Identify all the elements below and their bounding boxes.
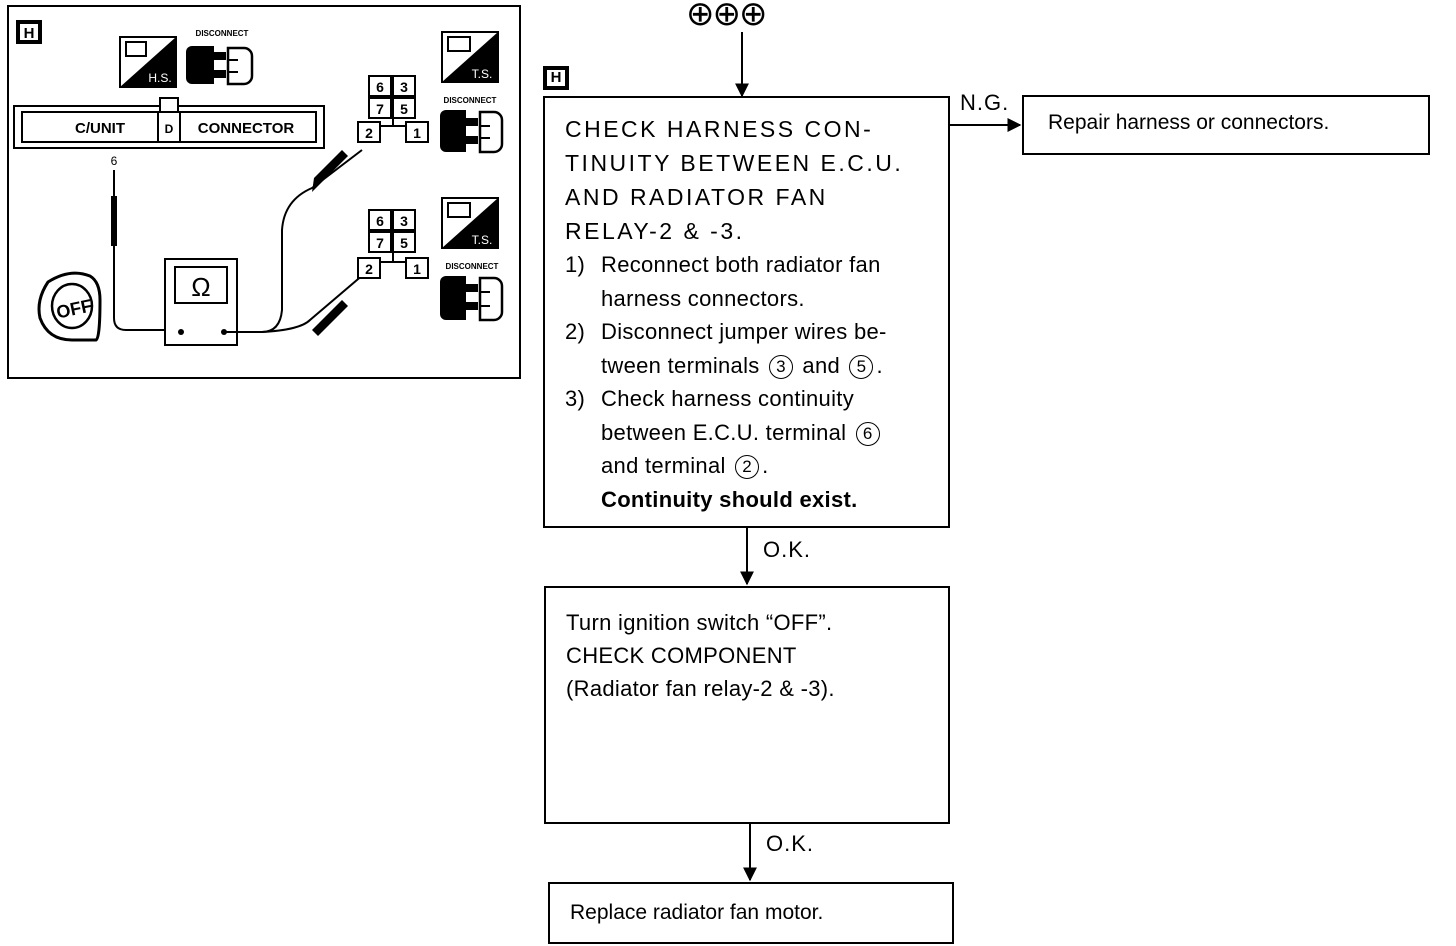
probe-left: [111, 170, 180, 331]
diagram-badge-text: H: [24, 25, 35, 42]
terminal-2-badge: 2: [735, 455, 760, 479]
control-unit-connector: C/UNIT D CONNECTOR: [13, 97, 325, 149]
step-badge: H: [543, 66, 569, 90]
terminal-3-badge: 3: [769, 354, 793, 379]
connector-label: CONNECTOR: [198, 120, 295, 137]
disconnect-label-2: DISCONNECT: [444, 96, 497, 105]
svg-text:2: 2: [365, 125, 373, 141]
relay-connector-bottom: 6 3 7 5 2 1: [357, 209, 429, 279]
check-harness-box: CHECK HARNESS CON- TINUITY BETWEEN E.C.U…: [543, 96, 950, 528]
svg-text:5: 5: [400, 101, 408, 117]
svg-text:1: 1: [413, 261, 421, 277]
hs-icon-label: H.S.: [148, 71, 171, 85]
disconnect-plug-icon-2: [440, 110, 504, 154]
ts-icon-bottom-label: T.S.: [472, 233, 493, 247]
disconnect-plug-icon-1: [186, 46, 254, 86]
wiring-diagram: H H.S. DISCONNECT C/UNIT D CONNECTOR 6: [7, 5, 521, 379]
component-line-2: CHECK COMPONENT: [566, 643, 797, 668]
start-symbol-icon: ⊕: [686, 0, 714, 33]
terminal-6-label: 6: [111, 154, 118, 168]
diagram-badge: H: [16, 20, 42, 44]
terminal-5-badge: 5: [849, 354, 874, 379]
ts-icon-top: T.S.: [441, 31, 499, 83]
svg-text:6: 6: [376, 213, 384, 229]
start-symbols: ⊕⊕⊕: [686, 0, 767, 34]
connector-letter: D: [165, 122, 174, 136]
disconnect-label-1: DISCONNECT: [196, 29, 249, 38]
replace-box: Replace radiator fan motor.: [548, 882, 954, 944]
svg-text:7: 7: [376, 235, 384, 251]
step-2: 2) Disconnect jumper wires be- tween ter…: [565, 319, 887, 379]
repair-box: Repair harness or connectors.: [1022, 95, 1430, 155]
ignition-off-icon: OFF: [37, 271, 102, 342]
svg-text:7: 7: [376, 101, 384, 117]
start-symbol-icon: ⊕: [712, 0, 741, 33]
ok-label-1: O.K.: [763, 537, 812, 562]
svg-text:3: 3: [400, 213, 408, 229]
svg-text:6: 6: [376, 79, 384, 95]
cunit-label: C/UNIT: [75, 120, 125, 137]
disconnect-label-3: DISCONNECT: [446, 262, 499, 271]
ohmmeter-icon: Ω: [164, 258, 238, 346]
step-badge-text: H: [547, 70, 565, 86]
svg-text:2: 2: [365, 261, 373, 277]
check-component-box: Turn ignition switch “OFF”. CHECK COMPON…: [544, 586, 950, 824]
disconnect-plug-icon-3: [440, 276, 504, 322]
continuity-conclusion: Continuity should exist.: [601, 486, 858, 512]
svg-text:5: 5: [400, 235, 408, 251]
diagram-frame: [7, 5, 521, 379]
probe-wire-bottom: [261, 273, 365, 333]
svg-text:1: 1: [413, 125, 421, 141]
repair-text: Repair harness or connectors.: [1048, 111, 1330, 134]
ng-label: N.G.: [960, 90, 1010, 115]
component-line-3: (Radiator fan relay-2 & -3).: [566, 676, 835, 701]
hs-icon: H.S.: [119, 36, 177, 88]
terminal-6-badge: 6: [855, 421, 880, 446]
replace-text: Replace radiator fan motor.: [570, 901, 824, 924]
component-line-1: Turn ignition switch “OFF”.: [566, 610, 833, 635]
step-3: 3) Check harness continuity between E.C.…: [565, 382, 948, 516]
ok-label-2: O.K.: [766, 831, 815, 856]
probe-tip-top: [312, 150, 348, 192]
relay-connector-top: 6 3 7 5 2 1: [357, 75, 429, 143]
ts-icon-bottom: T.S.: [441, 197, 499, 249]
check-title: CHECK HARNESS CON- TINUITY BETWEEN E.C.U…: [565, 116, 904, 244]
ohm-symbol: Ω: [191, 272, 210, 302]
ts-icon-top-label: T.S.: [472, 67, 493, 81]
start-symbol-icon: ⊕: [739, 0, 767, 33]
svg-text:3: 3: [400, 79, 408, 95]
probe-tip-bottom: [312, 300, 348, 336]
